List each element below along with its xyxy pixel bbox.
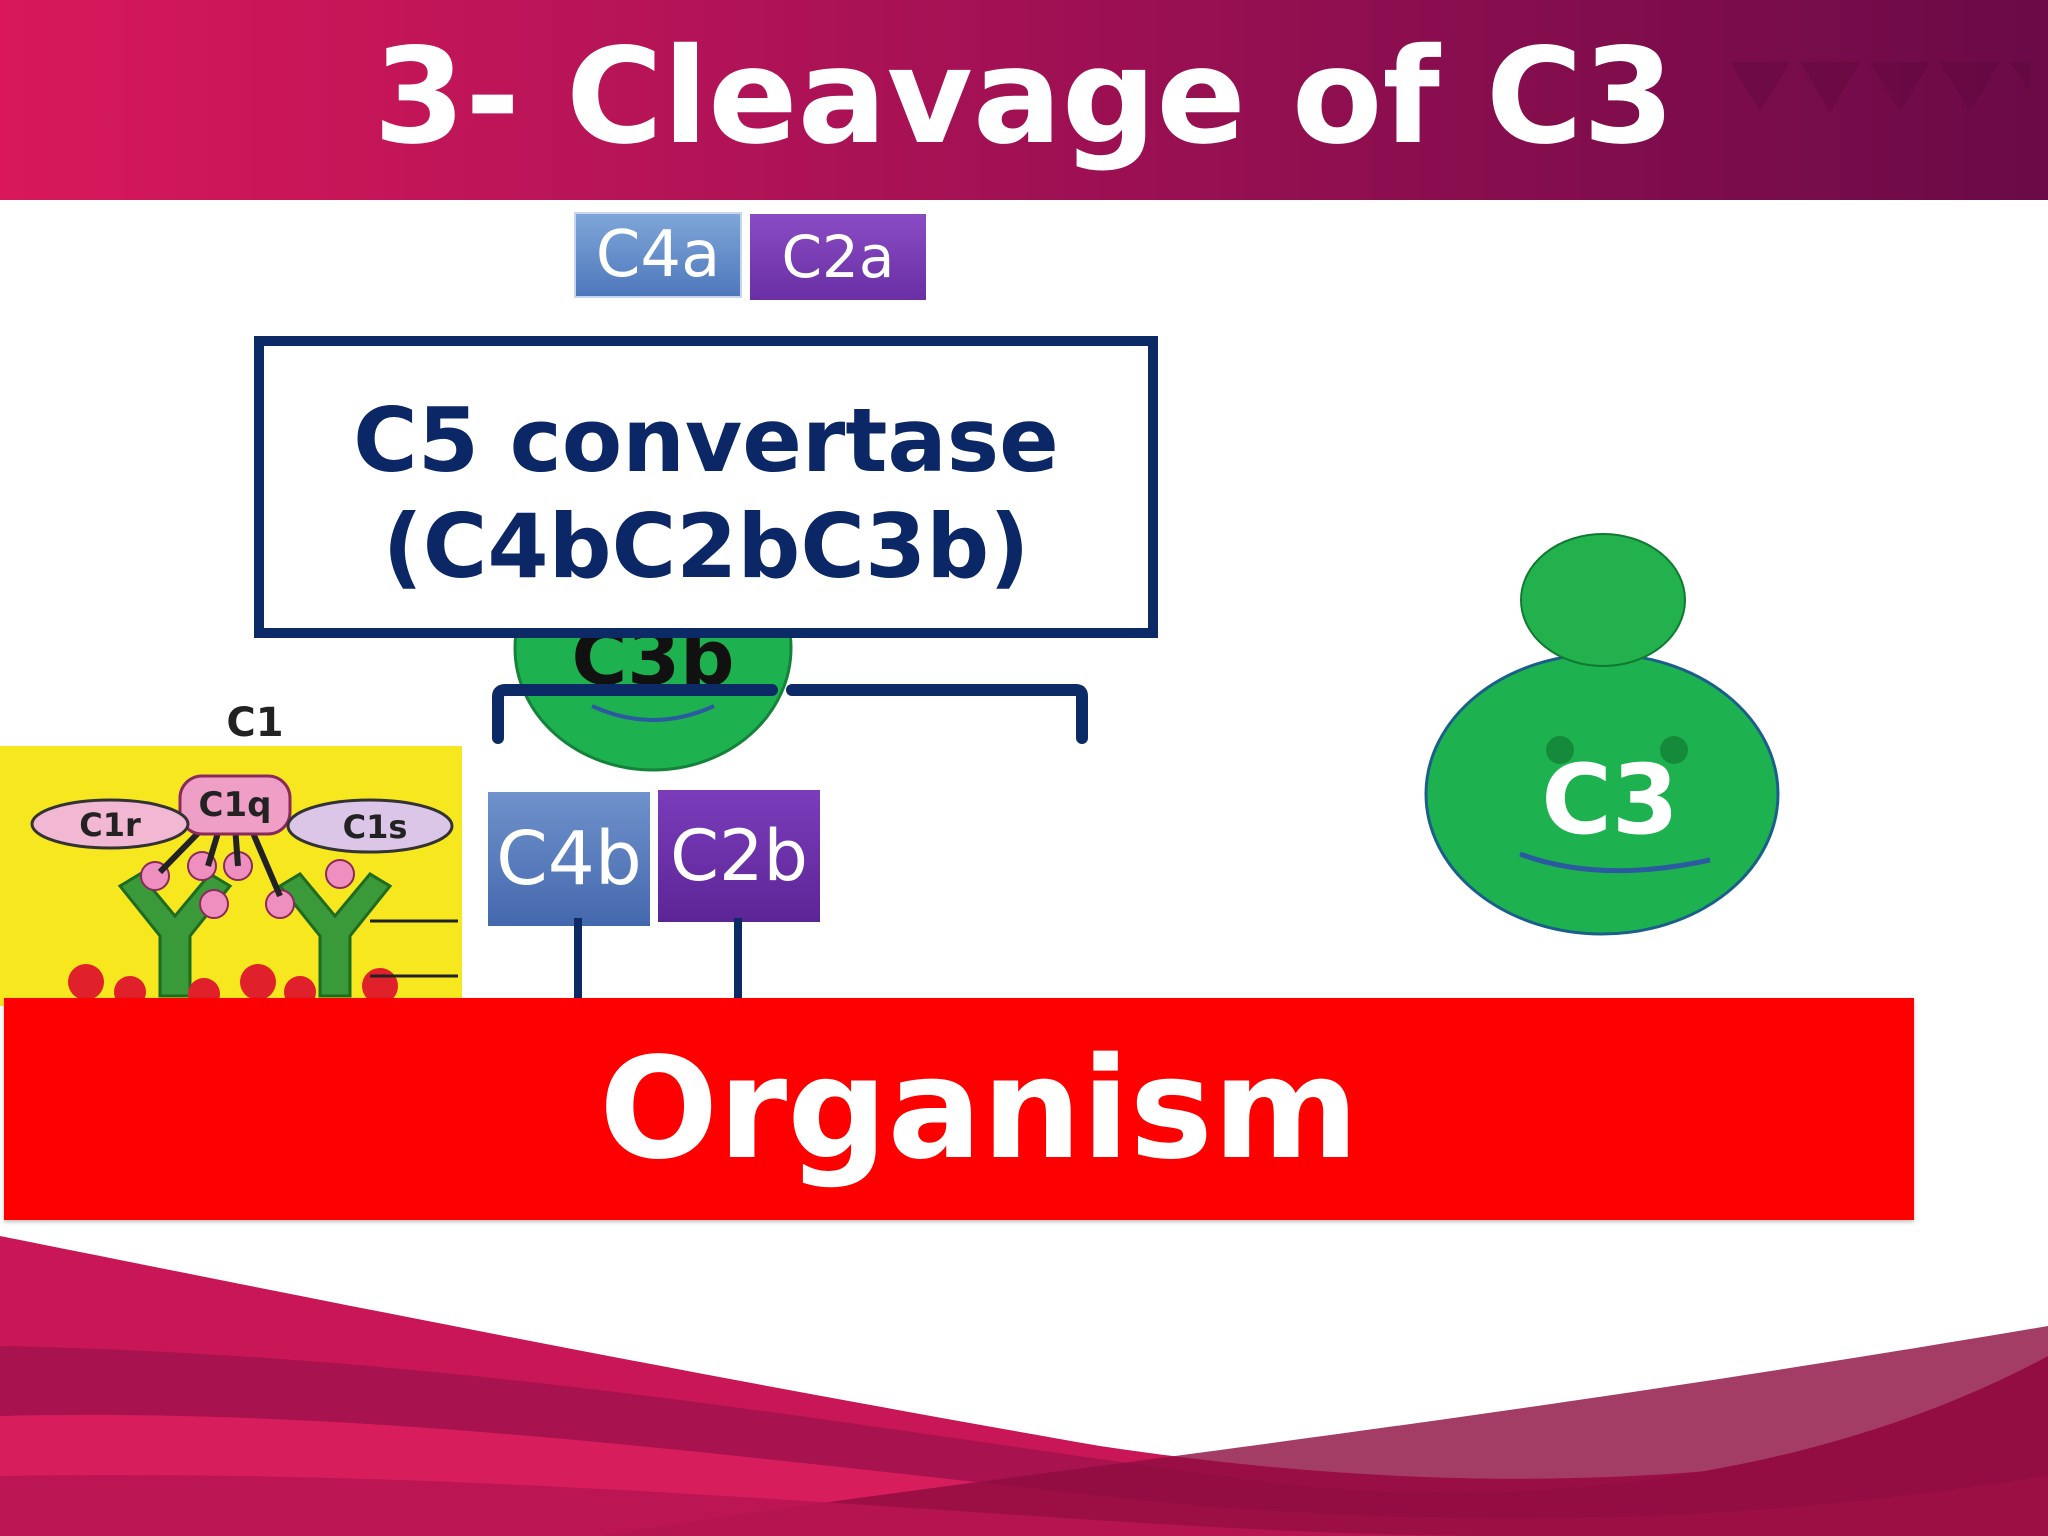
banner-triangle-pattern	[1730, 62, 2030, 112]
c4b-fragment: C4b	[488, 792, 650, 926]
c1r-subunit	[30, 798, 190, 850]
c1q-subunit	[178, 774, 292, 836]
c1-label: C1	[226, 700, 284, 746]
c1-complex-illustration: C1q C1r C1s	[30, 774, 458, 1006]
c1q-label: C1q	[199, 785, 272, 825]
convertase-bracket	[492, 684, 1088, 744]
convertase-formula: (C4bC2bC3b)	[382, 494, 1030, 598]
title-banner	[0, 0, 2048, 200]
c1r-label: C1r	[79, 806, 141, 844]
c2a-fragment: C2a	[750, 214, 926, 300]
c3-molecule	[1424, 533, 1780, 936]
organism-surface: Organism	[4, 998, 1914, 1220]
membrane-tethers	[574, 918, 742, 1008]
antibody-right-icon	[277, 872, 393, 998]
footer-wave-decoration	[0, 1236, 2048, 1536]
c3-label: C3	[1541, 744, 1679, 856]
slide-title: 3- Cleavage of C3	[373, 20, 1675, 174]
convertase-name: C5 convertase	[353, 389, 1059, 492]
c5-convertase-box: C5 convertase (C4bC2bC3b)	[254, 336, 1158, 638]
organism-label: Organism	[599, 1027, 1359, 1191]
c4a-fragment: C4a	[574, 212, 742, 298]
c2b-fragment: C2b	[658, 790, 820, 922]
c1s-label: C1s	[343, 808, 408, 846]
c1s-subunit	[286, 798, 454, 854]
